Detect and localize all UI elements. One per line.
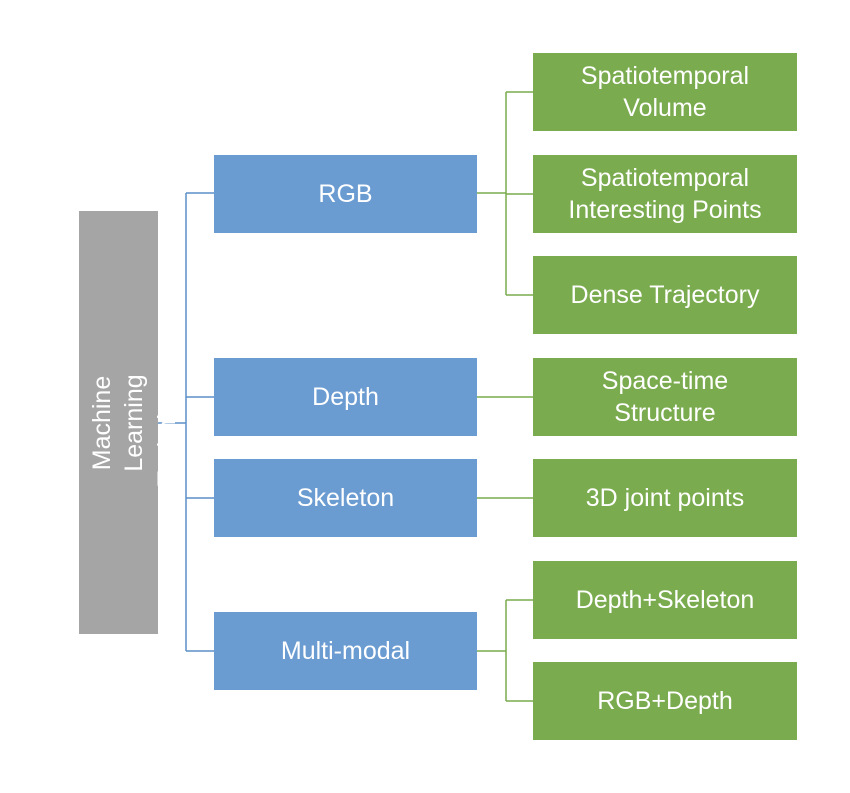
root-label: Classical Machine Learning Techniques xyxy=(55,359,182,486)
root-node: Classical Machine Learning Techniques xyxy=(56,211,181,634)
leaf-depth-skeleton: Depth+Skeleton xyxy=(533,561,797,639)
category-rgb: RGB xyxy=(214,155,477,233)
category-depth: Depth xyxy=(214,358,477,436)
leaf-3d-joint-points: 3D joint points xyxy=(533,459,797,537)
leaf-space-time-structure: Space-time Structure xyxy=(533,358,797,436)
leaf-spatiotemporal-interesting-points: Spatiotemporal Interesting Points xyxy=(533,155,797,233)
category-skeleton: Skeleton xyxy=(214,459,477,537)
leaf-spatiotemporal-volume: Spatiotemporal Volume xyxy=(533,53,797,131)
category-multi-modal: Multi-modal xyxy=(214,612,477,690)
leaf-dense-trajectory: Dense Trajectory xyxy=(533,256,797,334)
leaf-rgb-depth: RGB+Depth xyxy=(533,662,797,740)
